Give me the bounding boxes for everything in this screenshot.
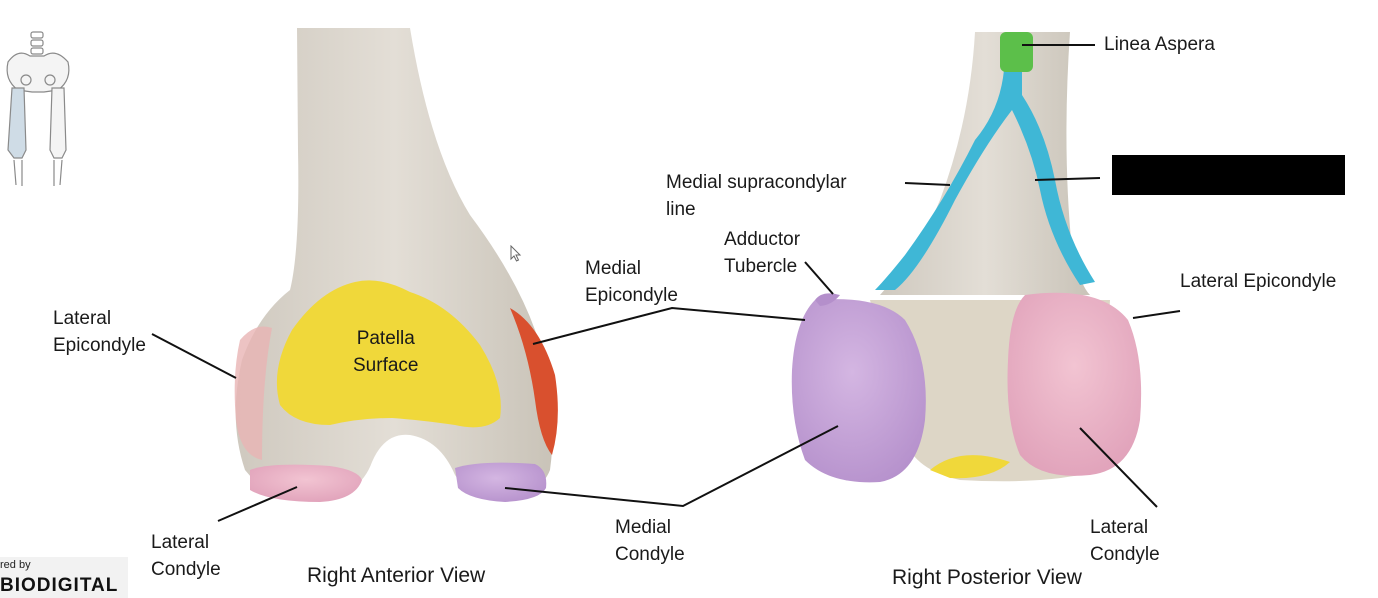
- label-medial-epicondyle: Medial Epicondyle: [585, 258, 678, 306]
- medial-condyle-posterior-region: [791, 299, 926, 483]
- lateral-condyle-anterior-region: [250, 464, 362, 502]
- anterior-femur-bone: [235, 28, 553, 501]
- skeleton-thumbnail: [6, 31, 70, 186]
- lateral-epicondyle-anterior-region: [234, 326, 272, 460]
- medial-condyle-anterior-region: [455, 462, 547, 502]
- posterior-yellow-edge: [930, 455, 1010, 479]
- branding-prefix: red by: [0, 559, 31, 571]
- anterior-femur: [234, 28, 558, 502]
- posterior-femur: [791, 32, 1142, 483]
- linea-aspera-region: [1000, 32, 1033, 72]
- branding-name: BIODIGITAL: [0, 575, 119, 596]
- view-title-anterior: Right Anterior View: [307, 564, 486, 587]
- label-lateral-epicondyle-posterior: Lateral Epicondyle: [1180, 271, 1337, 292]
- label-lateral-condyle-anterior: Lateral Condyle: [151, 532, 221, 580]
- label-medial-supracondylar-line: Medial supracondylar line: [666, 172, 847, 220]
- adductor-tubercle-region: [815, 293, 840, 306]
- label-lateral-condyle-posterior: Lateral Condyle: [1090, 517, 1160, 565]
- leader-lines: [151, 44, 1181, 522]
- label-medial-condyle: Medial Condyle: [615, 517, 685, 565]
- label-linea-aspera: Linea Aspera: [1104, 34, 1215, 55]
- patella-surface-region: [276, 280, 501, 428]
- label-patella-surface: Patella Surface: [353, 328, 419, 376]
- mouse-cursor-icon: [510, 245, 522, 262]
- biodigital-branding: red by BIODIGITAL: [0, 557, 128, 598]
- label-adductor-tubercle: Adductor Tubercle: [724, 229, 801, 277]
- lateral-condyle-posterior-region: [1007, 292, 1142, 476]
- label-lateral-epicondyle-anterior: Lateral Epicondyle: [53, 308, 146, 356]
- view-title-posterior: Right Posterior View: [892, 566, 1082, 589]
- redacted-label-box: [1112, 155, 1345, 195]
- medial-epicondyle-anterior-region: [510, 308, 558, 455]
- supracondylar-lines: [875, 70, 1095, 290]
